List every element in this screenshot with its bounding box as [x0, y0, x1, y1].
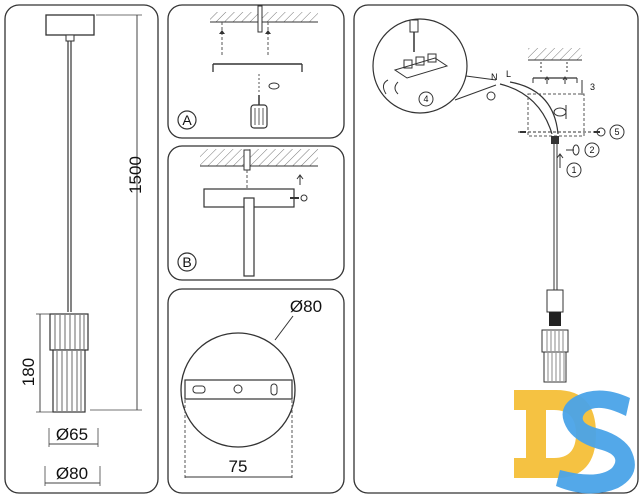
shade-height-label: 180	[19, 358, 38, 386]
callout-2	[584, 142, 600, 158]
lamp-shade	[49, 313, 89, 413]
wire-label-l: L	[506, 69, 511, 79]
callout-1	[566, 162, 582, 178]
svg-text:5: 5	[614, 127, 619, 137]
mounting-bar	[184, 379, 293, 400]
ds-logo	[514, 390, 635, 494]
svg-text:4: 4	[423, 94, 428, 104]
canopy	[45, 14, 95, 36]
step-b-panel: B	[167, 145, 345, 281]
callout-4	[418, 91, 434, 107]
total-height-label: 1500	[126, 156, 145, 194]
svg-text:1: 1	[571, 165, 576, 175]
wire-label-n: N	[491, 72, 498, 82]
shade-diameter-label: Ø65	[56, 425, 88, 444]
step-a-label: A	[182, 112, 192, 128]
canopy-detail-panel: Ø80 75	[167, 288, 345, 494]
callout-5	[609, 124, 625, 140]
step-b-label: B	[182, 254, 191, 270]
bracket-width-label: 75	[229, 457, 248, 476]
base-diameter-label: Ø80	[56, 464, 88, 483]
step-b-badge	[177, 252, 197, 272]
lamp-dimensions-panel: 1500 180 Ø65 Ø80	[4, 4, 159, 494]
assembly-panel: 4 3 N L 5 2 1	[353, 4, 639, 494]
callout-3: 3	[590, 82, 595, 92]
svg-text:2: 2	[589, 145, 594, 155]
screwdriver-icon	[250, 95, 268, 129]
step-a-panel: A	[167, 4, 345, 139]
step-a-badge	[177, 110, 197, 130]
canopy-diameter-label: Ø80	[290, 297, 322, 316]
